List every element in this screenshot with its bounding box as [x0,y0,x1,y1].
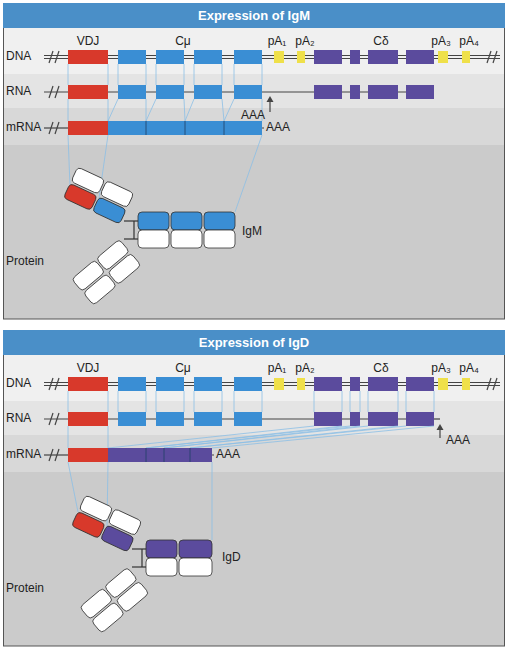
row-label: DNA [6,377,31,391]
polya-label: pA₁ [268,35,287,49]
polya-label: pA₃ [431,362,451,376]
row-label: mRNA [6,121,41,135]
isotype-label: IgD [222,551,241,565]
row-label: Protein [6,255,44,269]
row-label: RNA [6,412,31,426]
exon-label: VDJ [77,35,100,49]
exon-label: Cμ [175,362,191,376]
polya-tail: AAA [216,448,240,462]
polya-label: pA₄ [459,362,479,376]
polya-tail: AAA [266,121,290,135]
isotype-label: IgM [242,225,262,239]
polya-label: pA₁ [268,362,287,376]
exon-label: Cμ [175,35,191,49]
row-label: DNA [6,50,31,64]
row-label: RNA [6,85,31,99]
polya-tail: AAA [446,434,470,448]
polya-label: pA₂ [295,362,314,376]
exon-label: VDJ [77,362,100,376]
panel-header: Expression of IgM [3,3,505,28]
panel-title: Expression of IgD [199,335,310,350]
row-label: mRNA [6,448,41,462]
polya-label: pA₃ [431,35,451,49]
panel-header: Expression of IgD [3,330,505,355]
polya-tail: AAA [241,109,265,123]
panel-title: Expression of IgM [198,8,310,23]
polya-label: pA₂ [295,35,314,49]
polya-label: pA₄ [459,35,479,49]
exon-label: Cδ [373,35,388,49]
row-label: Protein [6,582,44,596]
exon-label: Cδ [373,362,388,376]
